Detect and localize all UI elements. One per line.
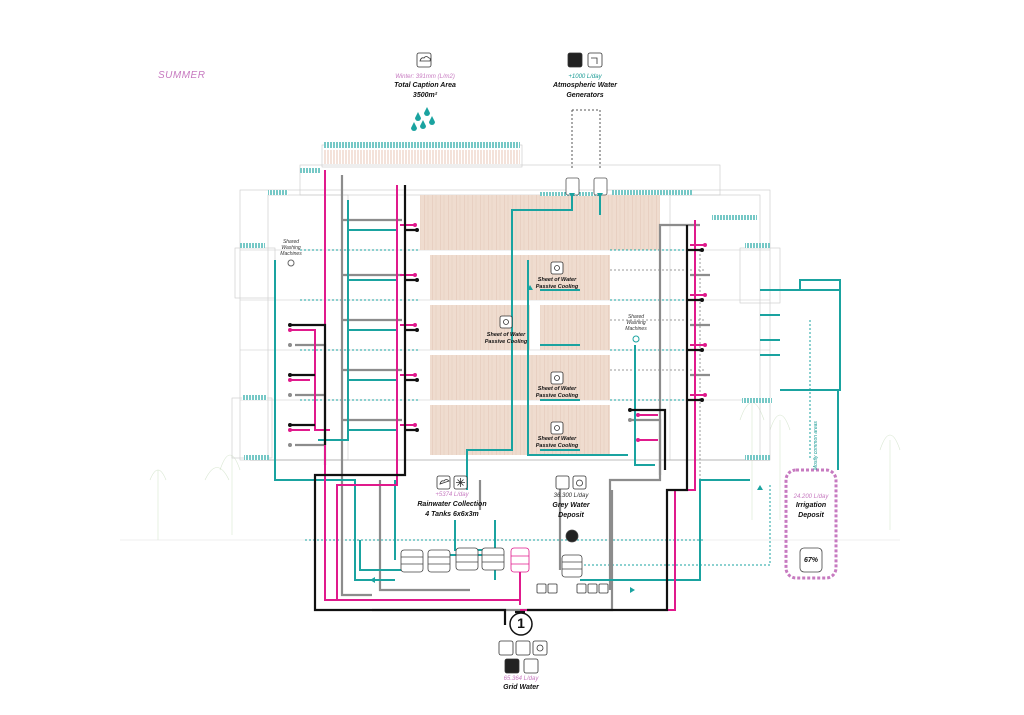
rain-drops-icon <box>411 107 435 131</box>
tap-icon <box>555 475 570 490</box>
tank-3 <box>455 547 479 571</box>
greywater-title: Grey Water <box>552 502 590 509</box>
toilet-icon <box>523 658 539 674</box>
irrigation-title-2: Deposit <box>798 512 824 519</box>
rain-cloud-icon <box>416 52 432 68</box>
sheet-sub-2: Passive Cooling <box>484 339 528 345</box>
washing-machine-icon <box>572 475 587 490</box>
main-supply-pipes <box>290 185 702 625</box>
machines-right-3: Machines <box>625 326 647 332</box>
tank-1 <box>400 549 424 573</box>
sheet-sub-3: Passive Cooling <box>535 393 579 399</box>
sheet-title-1: Sheet of Water <box>537 277 577 283</box>
grid-tap-icon <box>498 640 514 656</box>
grid-value: 65.364 L/day <box>503 676 539 682</box>
sheet-title-3: Sheet of Water <box>537 386 577 392</box>
rainwater-title: Rainwater Collection <box>417 501 487 508</box>
water-tap-icon <box>587 52 603 68</box>
machines-left-3: Machines <box>280 251 302 257</box>
grey-tank <box>561 554 583 578</box>
machines-right-2: Washing <box>626 320 646 326</box>
sheet-title-2: Sheet of Water <box>486 332 526 338</box>
rainwater-sub: 4 Tanks 6x6x3m <box>425 511 479 518</box>
machines-right-1: Shared <box>627 314 645 320</box>
irrigation-deposit-frame <box>784 468 838 580</box>
generators-value: +1000 L/day <box>568 74 602 80</box>
broom-icon <box>504 658 520 674</box>
rainwater-tanks <box>400 529 583 578</box>
flow-arrows <box>370 193 763 593</box>
season-label: SUMMER <box>158 70 206 81</box>
irrigation-value: 24.200 L/day <box>793 494 829 500</box>
irrigation-tank-level: 67% <box>803 557 818 564</box>
caption-value: Winter: 391mm (L/m2) <box>395 74 455 80</box>
grid-number-badge <box>509 612 533 636</box>
machines-left-2: Washing <box>281 245 301 251</box>
sheet-icon-2 <box>499 315 513 329</box>
tank-2 <box>427 549 451 573</box>
greywater-value: 36.300 L/day <box>553 493 589 499</box>
caption-title: Total Caption Area <box>394 82 456 89</box>
floor-slabs <box>324 150 660 455</box>
sheet-sub-4: Passive Cooling <box>535 443 579 449</box>
generators-title: Atmospheric Water <box>552 82 618 89</box>
machines-left-1: Shared <box>282 239 300 245</box>
icon-boxes <box>416 52 609 674</box>
grid-number: 1 <box>517 615 525 631</box>
sheet-title-4: Sheet of Water <box>537 436 577 442</box>
sheet-sub-1: Passive Cooling <box>535 284 579 290</box>
hand-water-icon <box>567 52 583 68</box>
icon-glyphs <box>419 56 598 652</box>
grid-title: Grid Water <box>503 684 539 691</box>
sheet-icon-1 <box>550 261 564 275</box>
sheet-icon-4 <box>550 421 564 435</box>
grid-washing-machine-icon <box>532 640 548 656</box>
pipe-junctions <box>288 223 707 447</box>
grid-water-tap-icon <box>515 640 531 656</box>
caption-area: 3500m² <box>412 92 438 99</box>
irrigation-title: Irrigation <box>795 502 827 509</box>
sheet-icon-3 <box>550 371 564 385</box>
tank-4 <box>481 547 505 571</box>
greywater-title-2: Deposit <box>558 512 584 519</box>
generators-title-2: Generators <box>566 92 604 99</box>
grid-tank <box>510 547 530 573</box>
common-areas-label: Mostly common areas <box>813 421 819 470</box>
machine-markers <box>287 259 640 343</box>
rainwater-value: +5374 L/day <box>435 492 469 498</box>
